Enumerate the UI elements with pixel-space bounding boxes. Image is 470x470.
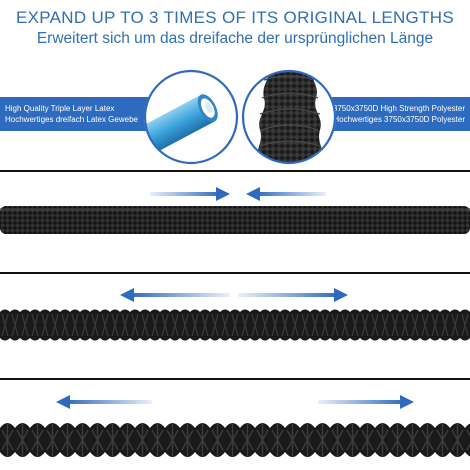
polyester-feature-de: Hochwertiges 3750x3750D Polyester <box>333 115 465 124</box>
latex-feature-en: High Quality Triple Layer Latex <box>5 104 115 113</box>
polyester-feature-en: 3750x3750D High Strength Polyester <box>332 104 465 113</box>
hose-expanded-image <box>0 418 470 462</box>
latex-feature-de: Hochwertiges dreifach Latex Gewebe <box>5 115 138 124</box>
arrow-left-icon <box>56 395 152 409</box>
arrow-right-icon <box>238 288 348 302</box>
section-divider <box>0 170 470 172</box>
page-title: EXPAND UP TO 3 TIMES OF ITS ORIGINAL LEN… <box>16 8 454 27</box>
page-subtitle: Erweitert sich um das dreifache der ursp… <box>36 30 434 47</box>
arrow-right-icon <box>150 187 230 201</box>
section-divider <box>0 378 470 380</box>
hose-medium-image <box>0 306 470 344</box>
arrow-left-icon <box>246 187 326 201</box>
latex-tube-closeup-image <box>143 69 239 165</box>
polyester-weave-closeup-image <box>241 69 337 165</box>
section-divider <box>0 272 470 274</box>
arrow-left-icon <box>120 288 230 302</box>
arrow-right-icon <box>318 395 414 409</box>
hose-compressed-image <box>0 206 470 234</box>
